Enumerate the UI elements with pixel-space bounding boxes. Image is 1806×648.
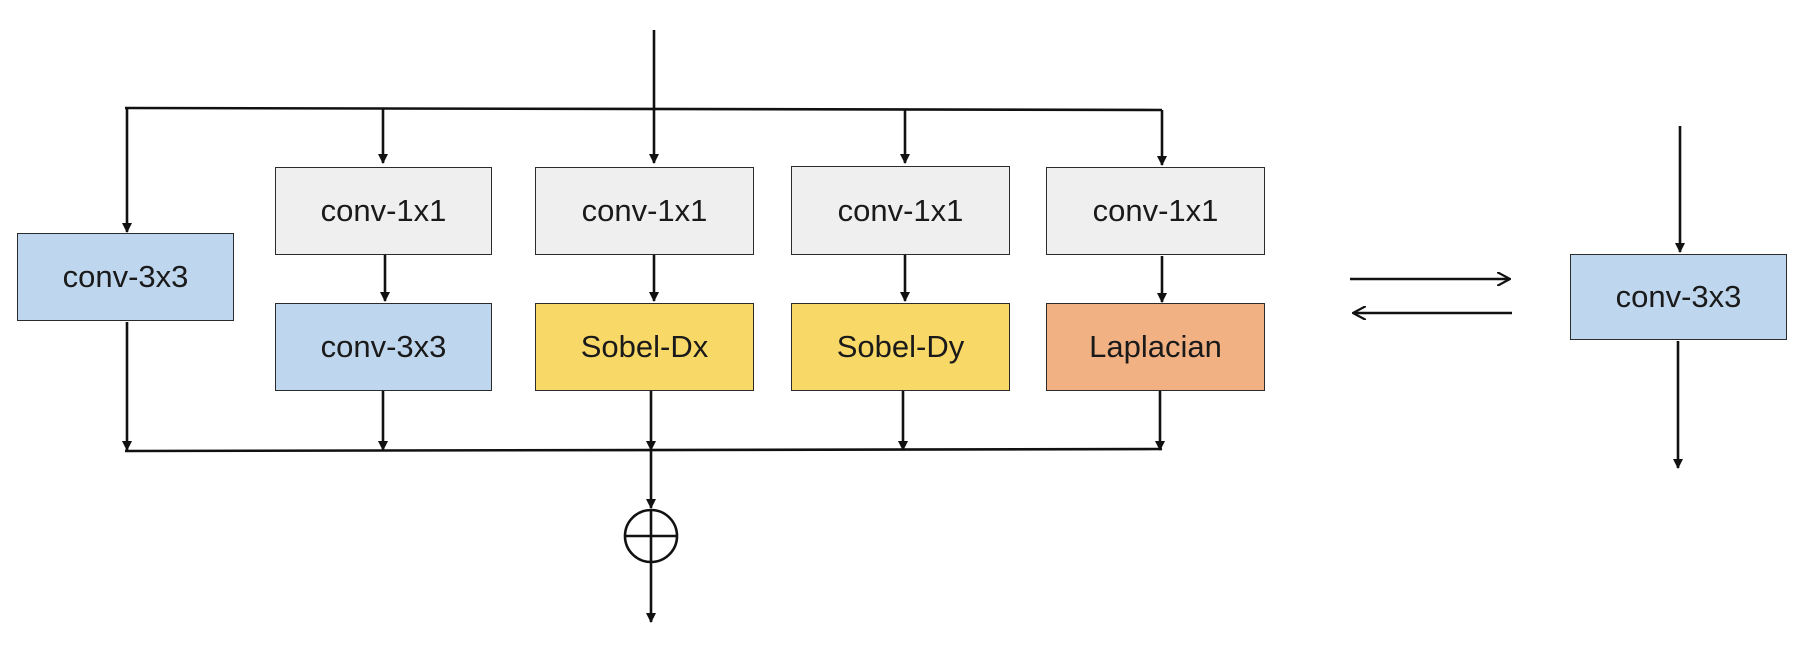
sobel-dy-label: Sobel-Dy [836, 329, 965, 364]
branch4-conv1x1-box: conv-1x1 [1046, 167, 1265, 255]
branch3-conv1x1-box: conv-1x1 [791, 166, 1010, 255]
bottom-bus-line [124, 447, 1163, 453]
identity-conv3x3-label: conv-3x3 [62, 259, 189, 294]
laplacian-label: Laplacian [1089, 329, 1222, 364]
laplacian-box: Laplacian [1046, 303, 1265, 391]
sobel-dy-box: Sobel-Dy [791, 303, 1010, 391]
branch1-conv3x3-label: conv-3x3 [320, 329, 447, 364]
sobel-dx-box: Sobel-Dx [535, 303, 754, 391]
branch3-conv1x1-label: conv-1x1 [837, 192, 964, 228]
branch2-conv1x1-box: conv-1x1 [535, 167, 754, 255]
branch1-conv3x3-box: conv-3x3 [275, 303, 492, 391]
branch4-conv1x1-label: conv-1x1 [1092, 193, 1219, 228]
branch1-conv1x1-box: conv-1x1 [275, 167, 492, 255]
branch2-conv1x1-label: conv-1x1 [581, 193, 708, 228]
merged-conv3x3-label: conv-3x3 [1615, 279, 1742, 314]
identity-conv3x3-box: conv-3x3 [17, 233, 234, 321]
merged-conv3x3-box: conv-3x3 [1570, 254, 1787, 340]
top-bus-line [124, 106, 1163, 112]
sobel-dx-label: Sobel-Dx [580, 329, 709, 364]
branch1-conv1x1-label: conv-1x1 [320, 193, 447, 228]
